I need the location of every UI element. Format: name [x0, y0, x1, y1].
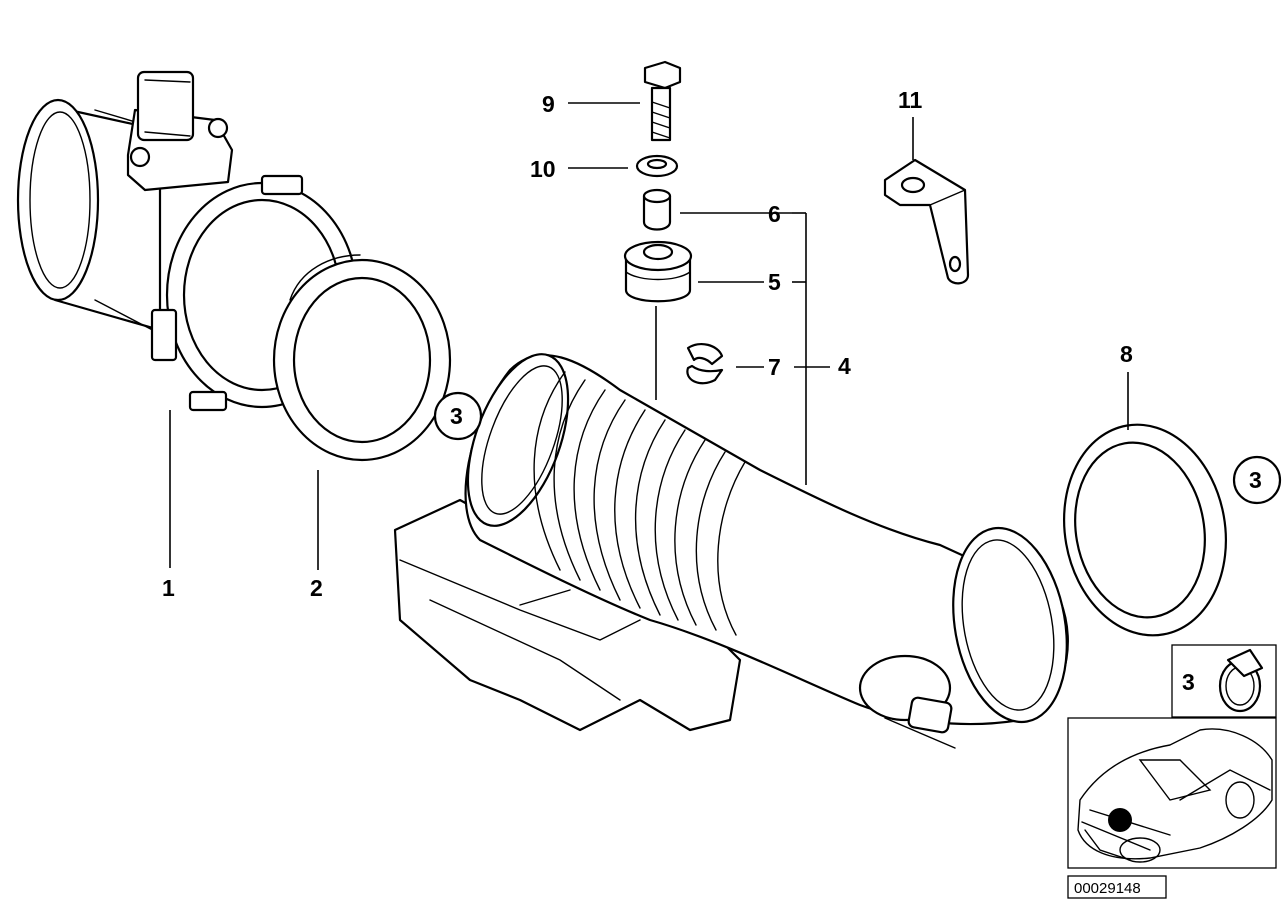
svg-text:3: 3	[1249, 467, 1262, 493]
callout-8: 8	[1120, 341, 1133, 367]
callout-3-inset: 3	[1182, 669, 1195, 695]
rubber-mount[interactable]	[623, 240, 764, 400]
callout-11: 11	[898, 87, 923, 113]
clamp-ring-right[interactable]	[1048, 372, 1242, 648]
car-locator-inset	[1067, 717, 1277, 869]
callout-10: 10	[530, 156, 556, 182]
washer[interactable]	[568, 154, 679, 178]
hose-clamp-inset[interactable]: 3	[1171, 644, 1277, 718]
callout-3-circle-left: 3	[433, 391, 483, 441]
callout-2: 2	[310, 575, 323, 601]
callout-1: 1	[162, 575, 175, 601]
bracket[interactable]	[883, 117, 970, 285]
callout-4: 4	[838, 353, 851, 379]
callout-7: 7	[768, 354, 781, 380]
diagram-code-box: 00029148	[1067, 875, 1167, 899]
clip[interactable]	[686, 343, 830, 385]
bolt[interactable]	[568, 60, 682, 142]
intake-duct[interactable]	[448, 213, 1081, 749]
seal-ring[interactable]	[272, 254, 452, 570]
svg-text:3: 3	[450, 403, 463, 429]
sleeve[interactable]	[642, 188, 792, 231]
callout-9: 9	[542, 91, 555, 117]
callout-6: 6	[768, 201, 781, 227]
locator-marker	[1108, 808, 1132, 832]
diagram-code: 00029148	[1074, 880, 1141, 897]
callout-3-circle-right: 3	[1232, 455, 1282, 505]
callout-5: 5	[768, 269, 781, 295]
